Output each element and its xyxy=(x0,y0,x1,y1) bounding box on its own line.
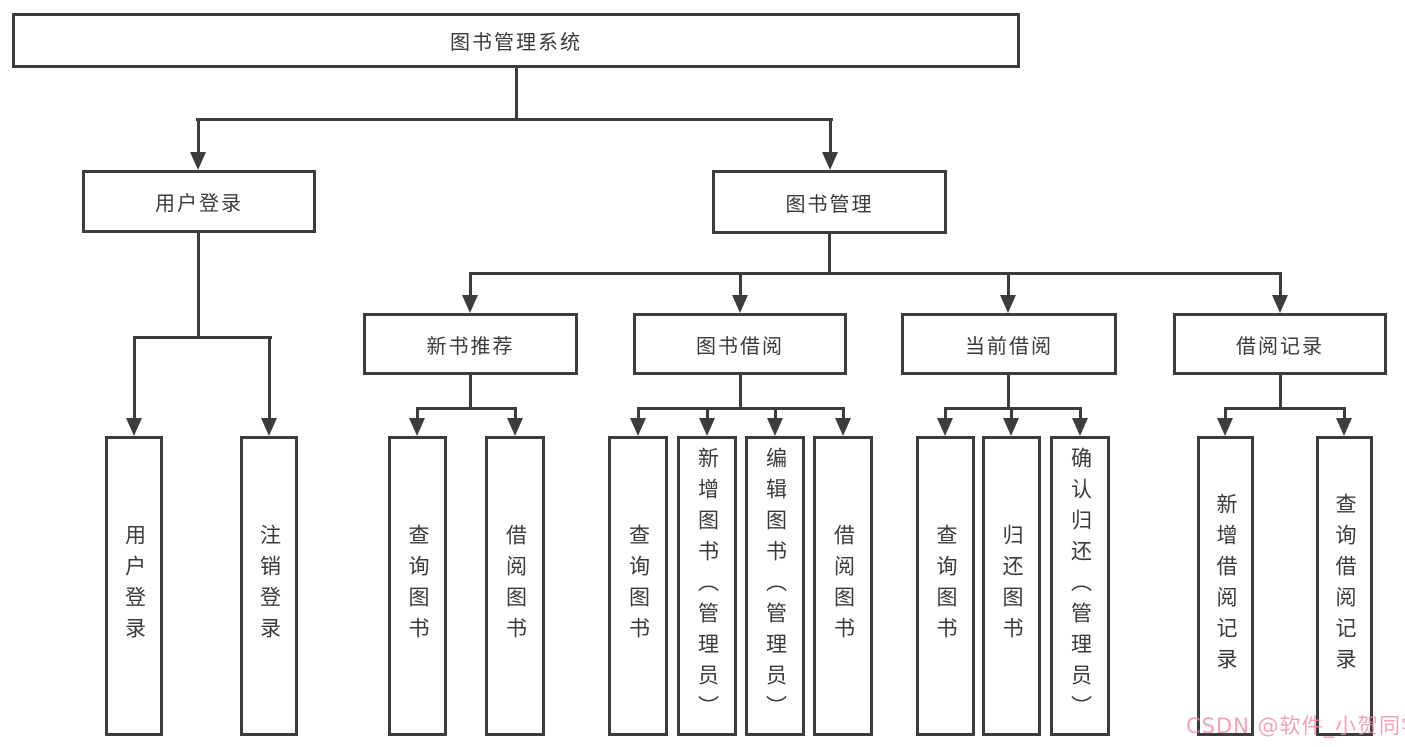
arrowhead-bb-edit xyxy=(767,418,783,436)
connector-bb-hbar xyxy=(637,407,845,410)
leaf-label-bb-borrow-books: 借阅图书 xyxy=(831,524,856,648)
connector-nbr-hbar xyxy=(416,407,517,410)
arrowhead-cb-query xyxy=(937,418,953,436)
arrowhead-nbr-query xyxy=(409,418,425,436)
node-user-login: 用户登录 xyxy=(82,170,316,233)
arrowhead-new-book-recommendation xyxy=(462,295,478,313)
leaf-label-cb-return-books: 归还图书 xyxy=(1000,524,1024,648)
connector-cb-stem xyxy=(1007,375,1010,410)
leaf-nbr-borrow-books: 借阅图书 xyxy=(485,436,545,736)
connector-to-bb-query xyxy=(637,407,640,420)
node-label-new-book-recommendation: 新书推荐 xyxy=(426,333,515,358)
watermark-csdn: CSDN @软件_小贺同学 xyxy=(1186,714,1405,738)
leaf-br-query-record: 查询借阅记录 xyxy=(1316,436,1373,736)
leaf-cb-query-books: 查询图书 xyxy=(916,436,975,736)
connector-br-hbar xyxy=(1224,407,1346,410)
arrowhead-user-login xyxy=(190,152,206,170)
leaf-label-bb-edit-books-admin: 编辑图书（管理员） xyxy=(763,446,788,726)
connector-to-current-borrowing xyxy=(1007,272,1010,297)
leaf-label-user-login: 用户登录 xyxy=(122,524,147,648)
connector-to-cb-confirm xyxy=(1079,407,1082,420)
connector-to-leaf-logout xyxy=(268,336,271,420)
arrowhead-leaf-logout xyxy=(261,418,277,436)
leaf-bb-borrow-books: 借阅图书 xyxy=(813,436,873,736)
connector-to-cb-return xyxy=(1010,407,1013,420)
leaf-br-add-record: 新增借阅记录 xyxy=(1197,436,1254,736)
leaf-label-bb-query-books: 查询图书 xyxy=(626,524,651,648)
connector-to-user-login xyxy=(197,118,200,154)
connector-cb-hbar xyxy=(944,407,1082,410)
node-label-book-management: 图书管理 xyxy=(785,191,874,216)
leaf-label-br-add-record: 新增借阅记录 xyxy=(1214,493,1238,679)
connector-to-borrowing-records xyxy=(1279,272,1282,297)
leaf-label-logout: 注销登录 xyxy=(257,524,282,648)
arrowhead-bb-query xyxy=(630,418,646,436)
node-book-management: 图书管理 xyxy=(712,170,947,234)
connector-to-leaf-login xyxy=(133,336,136,420)
arrowhead-leaf-login xyxy=(126,418,142,436)
connector-bb-stem xyxy=(739,375,742,410)
arrowhead-bb-borrow xyxy=(835,418,851,436)
node-library-management-system: 图书管理系统 xyxy=(12,13,1020,68)
node-label-user-login: 用户登录 xyxy=(155,191,243,215)
connector-book-management-hbar xyxy=(469,272,1282,275)
leaf-label-cb-query-books: 查询图书 xyxy=(934,524,958,648)
connector-root-hbar xyxy=(196,118,833,121)
leaf-label-nbr-borrow-books: 借阅图书 xyxy=(503,524,528,648)
connector-to-nbr-query xyxy=(416,407,419,420)
node-book-borrowing: 图书借阅 xyxy=(633,313,847,375)
node-new-book-recommendation: 新书推荐 xyxy=(363,313,578,375)
node-label-book-borrowing: 图书借阅 xyxy=(696,333,784,358)
leaf-bb-query-books: 查询图书 xyxy=(608,436,668,736)
leaf-label-cb-confirm-return-admin: 确认归还（管理员） xyxy=(1068,446,1093,726)
leaf-cb-return-books: 归还图书 xyxy=(982,436,1041,736)
arrowhead-br-query xyxy=(1336,418,1352,436)
arrowhead-cb-confirm xyxy=(1072,418,1088,436)
connector-to-nbr-borrow xyxy=(514,407,517,420)
node-label-root: 图书管理系统 xyxy=(450,30,582,54)
leaf-label-nbr-query-books: 查询图书 xyxy=(406,524,430,648)
connector-to-book-management xyxy=(829,118,832,154)
connector-user-login-stem xyxy=(197,233,200,339)
connector-to-bb-borrow xyxy=(842,407,845,420)
leaf-bb-edit-books-admin: 编辑图书（管理员） xyxy=(745,436,805,736)
arrowhead-book-management xyxy=(822,152,838,170)
connector-book-management-stem xyxy=(828,234,831,275)
leaf-label-br-query-record: 查询借阅记录 xyxy=(1333,493,1357,679)
connector-to-br-add xyxy=(1224,407,1227,420)
connector-to-bb-edit xyxy=(774,407,777,420)
connector-user-login-hbar xyxy=(133,336,272,339)
node-label-current-borrowing: 当前借阅 xyxy=(965,333,1053,358)
connector-to-cb-query xyxy=(944,407,947,420)
leaf-bb-add-books-admin: 新增图书（管理员） xyxy=(677,436,737,736)
node-label-borrowing-records: 借阅记录 xyxy=(1236,333,1324,358)
arrowhead-cb-return xyxy=(1003,418,1019,436)
leaf-label-bb-add-books-admin: 新增图书（管理员） xyxy=(695,446,720,726)
leaf-logout: 注销登录 xyxy=(240,436,298,736)
arrowhead-book-borrowing xyxy=(732,295,748,313)
connector-to-br-query xyxy=(1343,407,1346,420)
connector-to-bb-add xyxy=(706,407,709,420)
arrowhead-current-borrowing xyxy=(1000,295,1016,313)
connector-to-new-book-recommendation xyxy=(469,272,472,297)
leaf-cb-confirm-return-admin: 确认归还（管理员） xyxy=(1050,436,1110,736)
arrowhead-nbr-borrow xyxy=(507,418,523,436)
leaf-nbr-query-books: 查询图书 xyxy=(388,436,447,736)
leaf-user-login: 用户登录 xyxy=(105,436,163,736)
arrowhead-bb-add xyxy=(699,418,715,436)
node-current-borrowing: 当前借阅 xyxy=(901,313,1117,375)
node-borrowing-records: 借阅记录 xyxy=(1173,313,1387,375)
connector-nbr-stem xyxy=(469,375,472,410)
connector-root-stem xyxy=(515,68,518,121)
connector-br-stem xyxy=(1279,375,1282,410)
arrowhead-br-add xyxy=(1217,418,1233,436)
connector-to-book-borrowing xyxy=(739,272,742,297)
arrowhead-borrowing-records xyxy=(1272,295,1288,313)
